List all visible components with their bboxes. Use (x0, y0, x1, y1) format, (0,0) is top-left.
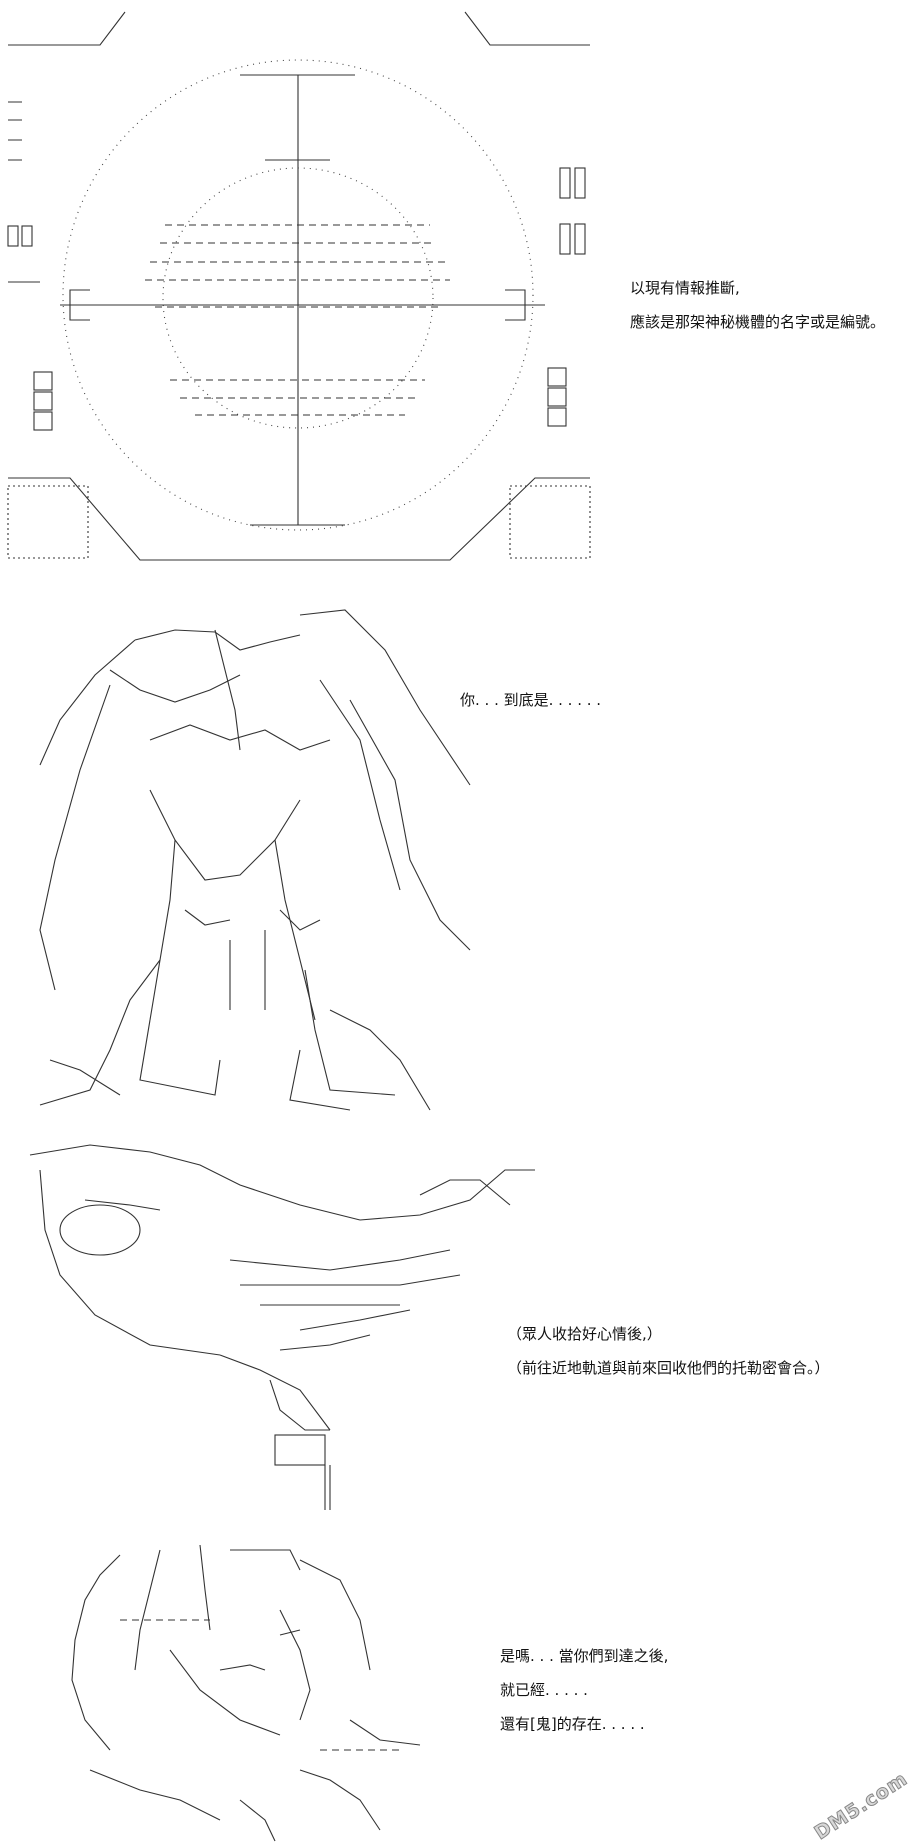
spaceship-art (29, 1144, 535, 1510)
scope-caption-line-1: 以現有情報推斷, (630, 279, 740, 297)
ship-caption-line-1: （眾人收拾好心情後,） (507, 1325, 662, 1343)
panel-spaceship: （眾人收拾好心情後,） （前往近地軌道與前來回收他們的托勒密會合。） (0, 1110, 910, 1520)
scope-caption-line-2: 應該是那架神秘機體的名字或是編號。 (630, 313, 886, 331)
pilot-caption-line-1: 是嗎. . . 當你們到達之後, (500, 1647, 669, 1665)
panel-pilot: 是嗎. . . 當你們到達之後, 就已經. . . . . 還有[鬼]的存在. … (0, 1520, 910, 1842)
pilot-caption-line-2: 就已經. . . . . (500, 1681, 588, 1699)
pilot-art (71, 1544, 421, 1842)
mobile-suit-art (39, 609, 471, 1111)
pilot-caption-line-3: 還有[鬼]的存在. . . . . (500, 1715, 645, 1733)
ship-caption-line-2: （前往近地軌道與前來回收他們的托勒密會合。） (507, 1359, 830, 1377)
panel-targeting-scope: 以現有情報推斷, 應該是那架神秘機體的名字或是編號。 (0, 0, 910, 590)
targeting-scope-art (7, 11, 591, 561)
robot-caption-line-1: 你. . . 到底是. . . . . . (460, 691, 602, 709)
panel-mobile-suit: 你. . . 到底是. . . . . . (0, 590, 910, 1111)
